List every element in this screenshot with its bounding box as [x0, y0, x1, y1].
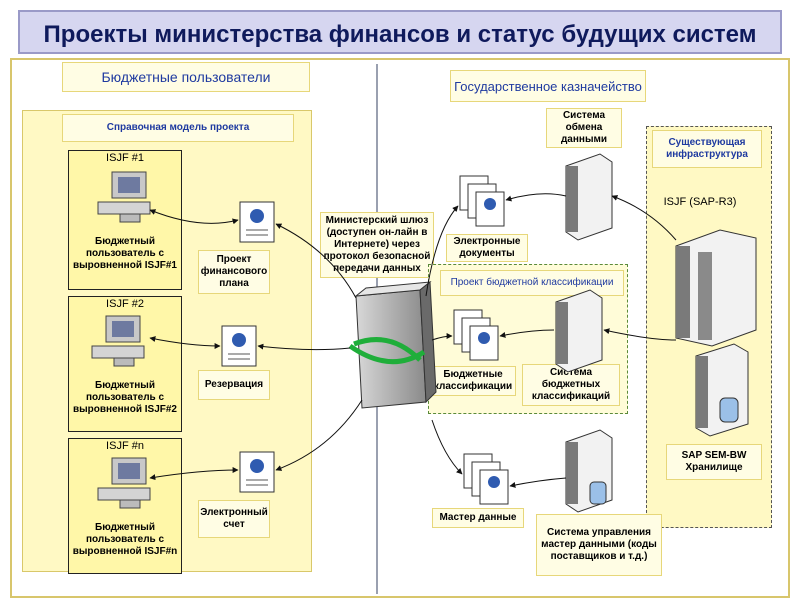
page-title: Проекты министерства финансов и статус б…	[43, 21, 757, 48]
sap-sem-label: SAP SEM-BW Хранилище	[666, 444, 762, 480]
user-1-label: Бюджетный пользователь с выровненной ISJ…	[72, 236, 177, 271]
gateway-label: Министерский шлюз (доступен он-лайн в Ин…	[320, 212, 434, 278]
master-data-label: Мастер данные	[432, 508, 524, 528]
reference-model-label: Справочная модель проекта	[62, 114, 294, 142]
exchange-system-label: Система обмена данными	[546, 108, 622, 148]
title-bar	[18, 10, 782, 54]
isjf-sap-label: ISJF (SAP-R3)	[663, 196, 737, 208]
user-n-label: Бюджетный пользователь с выровненной ISJ…	[72, 522, 178, 557]
doc-einvoice-label: Электронный счет	[198, 500, 270, 538]
existing-infra-label: Существующая инфраструктура	[652, 130, 762, 168]
user-2-id: ISJF #2	[106, 298, 144, 310]
user-1-id: ISJF #1	[106, 152, 144, 164]
doc-reservation-label: Резервация	[198, 370, 270, 400]
main-frame	[10, 58, 790, 598]
divider	[376, 64, 378, 594]
master-data-system-label: Система управления мастер данными (коды …	[536, 514, 662, 576]
budget-class-system-label: Система бюджетных классификаций	[522, 364, 620, 406]
budget-users-label: Бюджетные пользователи	[62, 62, 310, 92]
electronic-docs-label: Электронные документы	[446, 234, 528, 262]
budget-class-project-label: Проект бюджетной классификации	[440, 270, 624, 296]
user-2-label: Бюджетный пользователь с выровненной ISJ…	[72, 380, 177, 415]
treasury-label: Государственное казначейство	[450, 70, 646, 102]
user-n-id: ISJF #n	[106, 440, 144, 452]
budget-classifications-label: Бюджетные классификации	[430, 366, 516, 396]
doc-financial-plan-label: Проект финансового плана	[198, 250, 270, 294]
